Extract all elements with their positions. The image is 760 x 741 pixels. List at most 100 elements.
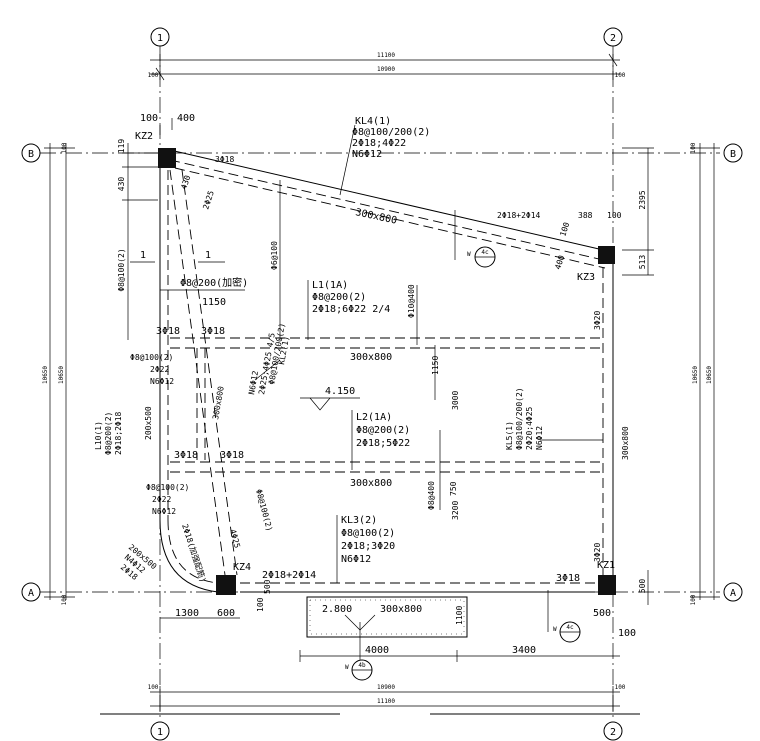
svg-text:4c: 4c <box>481 249 489 256</box>
svg-text:Φ8@100(2): Φ8@100(2) <box>254 488 274 532</box>
svg-text:4c: 4c <box>566 624 574 631</box>
svg-text:300x800: 300x800 <box>211 385 226 420</box>
left-mid-labels: Φ8@100(2) 2Φ22 N6Φ12 L10(1) Φ8@200(2) 2Φ… <box>94 353 174 455</box>
svg-text:KZ1: KZ1 <box>597 560 615 571</box>
svg-text:2Φ22: 2Φ22 <box>150 365 169 374</box>
svg-text:Φ8@100(2): Φ8@100(2) <box>130 353 173 362</box>
svg-text:513: 513 <box>638 255 647 270</box>
svg-text:N6Φ12: N6Φ12 <box>341 554 371 565</box>
svg-text:500: 500 <box>263 579 272 594</box>
axis-bubble-B-right: B <box>723 143 743 163</box>
svg-text:200x500: 200x500 <box>144 406 153 440</box>
svg-text:750: 750 <box>449 481 458 496</box>
top-dimensions: 11100 10900 100 100 <box>148 52 626 81</box>
svg-text:2Φ18+2Φ14: 2Φ18+2Φ14 <box>262 570 316 581</box>
svg-text:L2(1A): L2(1A) <box>356 412 392 423</box>
column-kz4: KZ4 <box>216 562 251 595</box>
svg-text:300x800: 300x800 <box>350 352 392 363</box>
beam-outlines <box>159 149 614 593</box>
svg-text:500: 500 <box>638 579 647 594</box>
section-1-1: 1 1 <box>130 250 225 263</box>
svg-text:2Φ22: 2Φ22 <box>152 495 171 504</box>
svg-text:3Φ18: 3Φ18 <box>201 326 225 337</box>
axis-bubble-2-bottom: 2 <box>603 721 623 741</box>
svg-text:3Φ18: 3Φ18 <box>220 450 244 461</box>
dim-bot-inner: 10900 <box>377 684 395 691</box>
svg-text:10650: 10650 <box>692 366 699 384</box>
svg-text:Φ8@200(2): Φ8@200(2) <box>312 292 366 303</box>
svg-text:1: 1 <box>157 33 163 44</box>
svg-text:KL5(1): KL5(1) <box>505 421 514 450</box>
svg-text:10650: 10650 <box>706 366 713 384</box>
svg-text:300x800: 300x800 <box>354 207 398 227</box>
column-kz2: KZ2 <box>135 131 176 168</box>
axis-bubble-1-bottom: 1 <box>150 721 170 741</box>
svg-text:500: 500 <box>593 608 611 619</box>
svg-text:300x800: 300x800 <box>350 478 392 489</box>
svg-text:300x800: 300x800 <box>380 604 422 615</box>
svg-text:1300: 1300 <box>175 608 199 619</box>
svg-text:Φ8@200(加密): Φ8@200(加密) <box>180 276 248 289</box>
svg-text:W: W <box>553 626 557 633</box>
svg-text:2Φ18;4Φ22: 2Φ18;4Φ22 <box>352 138 406 149</box>
svg-text:100: 100 <box>615 72 626 79</box>
phi10-400-annotation: Φ10@400 1150 3000 <box>407 284 460 410</box>
svg-text:Φ8@100(2): Φ8@100(2) <box>341 528 395 539</box>
axis-bubble-1-top: 1 <box>150 27 170 47</box>
svg-text:3400: 3400 <box>512 645 536 656</box>
svg-text:N6Φ12: N6Φ12 <box>150 377 174 386</box>
svg-text:10650: 10650 <box>42 366 49 384</box>
svg-text:2: 2 <box>610 727 616 738</box>
svg-text:N6Φ12: N6Φ12 <box>152 507 176 516</box>
svg-text:300x800: 300x800 <box>621 426 630 460</box>
svg-text:2Φ18;2Φ18: 2Φ18;2Φ18 <box>114 411 123 455</box>
svg-text:KZ4: KZ4 <box>233 562 251 573</box>
svg-text:N6Φ12: N6Φ12 <box>535 426 544 450</box>
svg-text:1150: 1150 <box>431 356 440 375</box>
left-dimensions: 10650 10650 100 100 119 430 Φ8@100(2) <box>42 139 158 605</box>
svg-text:KL3(2): KL3(2) <box>341 515 377 526</box>
svg-text:4000: 4000 <box>365 645 389 656</box>
svg-text:Φ8@100/200(2): Φ8@100/200(2) <box>352 127 430 138</box>
svg-text:3000: 3000 <box>451 391 460 410</box>
svg-text:W: W <box>345 664 349 671</box>
svg-text:2Φ18;3Φ20: 2Φ18;3Φ20 <box>341 541 395 552</box>
svg-text:1: 1 <box>157 727 163 738</box>
svg-text:1100: 1100 <box>455 606 464 625</box>
dim-bot-total: 11100 <box>377 698 395 705</box>
l1-annotation: Φ8@200(加密) 1150 L1(1A) Φ8@200(2) 2Φ18;6Φ… <box>156 276 392 363</box>
left-lower-labels: Φ8@100(2) 2Φ22 N6Φ12 2Φ18(加强配筋) 200x500 … <box>119 483 209 584</box>
detail-marker-2: 4c W <box>547 590 581 643</box>
svg-text:KZ2: KZ2 <box>135 131 153 142</box>
svg-text:3200: 3200 <box>451 501 460 520</box>
axis-bubble-A-right: A <box>723 582 743 602</box>
svg-text:B: B <box>28 149 34 160</box>
l2-annotation: L2(1A) Φ8@200(2) 2Φ18;5Φ22 300x800 3Φ18 … <box>174 410 410 489</box>
svg-text:388: 388 <box>578 211 593 220</box>
svg-text:Φ10@400: Φ10@400 <box>407 284 416 318</box>
svg-text:430: 430 <box>117 177 126 192</box>
axis-bubble-A-left: A <box>21 582 41 602</box>
svg-text:100: 100 <box>615 684 626 691</box>
bottom-dimensions: 10900 11100 100 100 <box>148 684 626 712</box>
svg-text:W: W <box>467 251 471 258</box>
svg-text:L1(1A): L1(1A) <box>312 280 348 291</box>
svg-text:100: 100 <box>618 628 636 639</box>
svg-text:430: 430 <box>179 174 192 191</box>
svg-text:L10(1): L10(1) <box>94 421 103 450</box>
left-stirrup-1: Φ8@100(2) <box>117 248 126 291</box>
svg-text:10650: 10650 <box>58 366 65 384</box>
svg-text:100: 100 <box>690 142 697 153</box>
phi8-400-annotation: Φ8@400 3200 750 <box>427 430 460 520</box>
svg-text:100: 100 <box>140 113 158 124</box>
axis-bubble-2-top: 2 <box>603 27 623 47</box>
detail-marker-3: 4b W <box>345 622 373 681</box>
kl2-lower-annotation: Φ8@100(2) 4Φ25 <box>228 488 274 549</box>
kl4-annotation: KL4(1) Φ8@100/200(2) 2Φ18;4Φ22 N6Φ12 300… <box>215 116 622 271</box>
level-mark: 4.150 <box>300 386 360 411</box>
svg-text:A: A <box>28 588 34 599</box>
svg-text:119: 119 <box>117 139 126 154</box>
bottom-local-dims: 1300 600 100 500 4000 3400 500 100 <box>160 579 636 662</box>
svg-text:4Φ25: 4Φ25 <box>228 528 242 549</box>
